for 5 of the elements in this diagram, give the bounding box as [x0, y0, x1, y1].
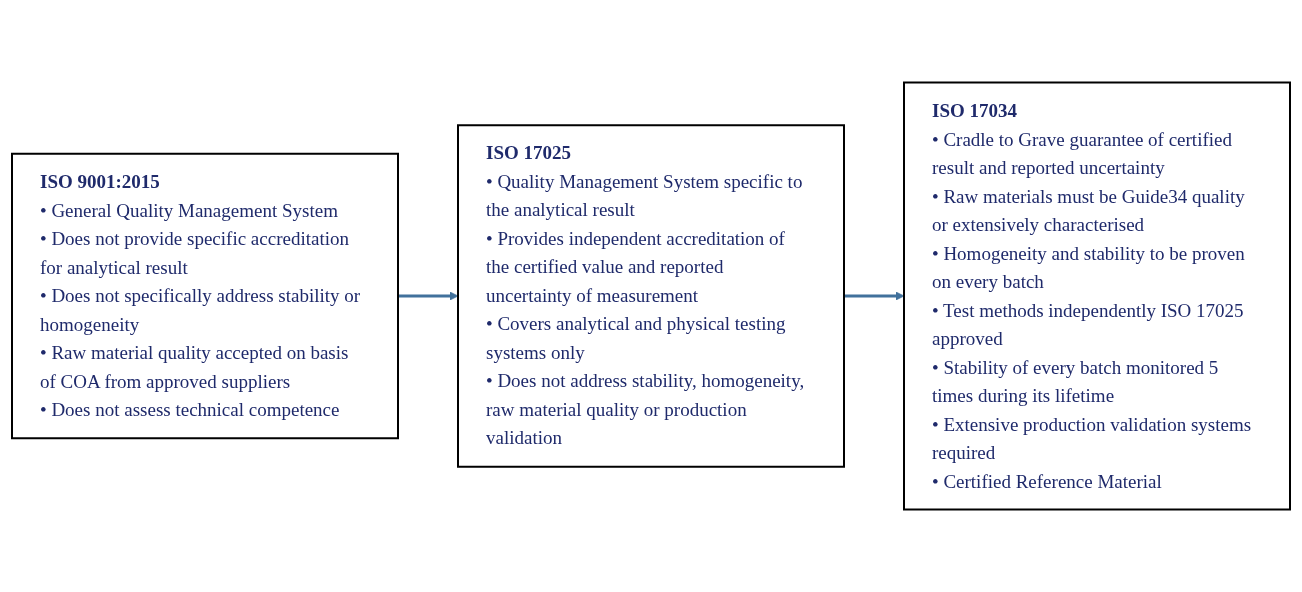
- node-box: ISO 17025 • Quality Management System specific to the analytical result • Provides independent accreditation of the certified value and reported uncertainty of measurement • Covers analytical and physical testing systems only • Does not address stability, homogeneity, raw material quality or production validation: [457, 124, 845, 468]
- arrow: [398, 291, 459, 301]
- node-box: ISO 17034 • Cradle to Grave guarantee of certified result and reported uncertainty • Raw materials must be Guide34 quality or extensively characterised • Homogeneity and stability to be proven on every batch • Test methods independently ISO 17025 approved • Stability of every batch monitored 5 times during its lifetime • Extensive production validation systems required • Certified Reference Material: [903, 81, 1291, 511]
- arrow: [844, 291, 905, 301]
- node-box: ISO 9001:2015 • General Quality Management System • Does not provide specific accreditation for analytical result • Does not specifically address stability or homogeneity • Raw material quality accepted on basis of COA from approved suppliers • Does not assess technical competence: [11, 152, 399, 440]
